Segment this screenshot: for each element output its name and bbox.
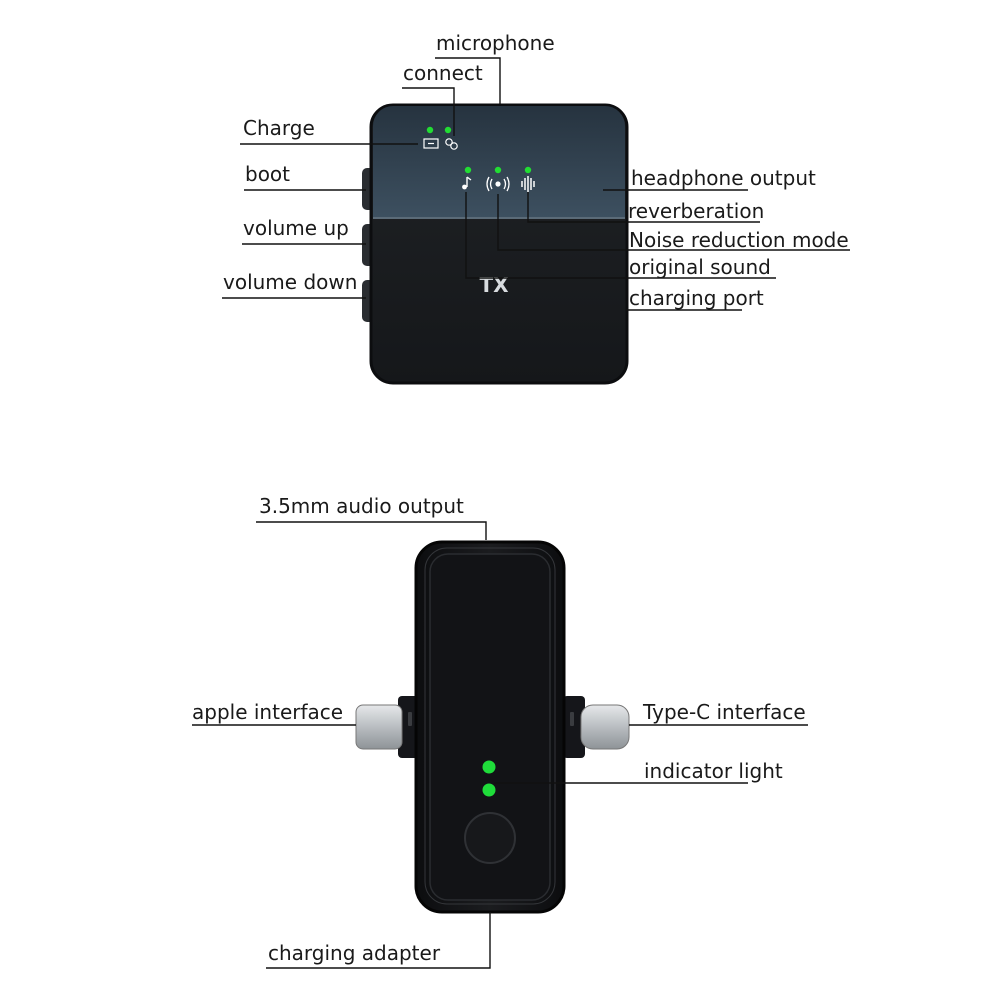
transmitter-callouts bbox=[222, 57, 850, 311]
battery-icon bbox=[423, 138, 439, 149]
label-noise-reduction-mode: Noise reduction mode bbox=[629, 228, 849, 252]
broadcast-icon bbox=[486, 176, 510, 192]
label-volume-down: volume down bbox=[223, 270, 358, 294]
noise-reduction-led bbox=[494, 166, 502, 174]
label-connect: connect bbox=[403, 61, 483, 85]
label-boot: boot bbox=[245, 162, 291, 186]
receiver-device bbox=[355, 540, 630, 914]
label-apple-interface: apple interface bbox=[192, 700, 344, 724]
label-charging-adapter: charging adapter bbox=[268, 941, 441, 965]
label-volume-up: volume up bbox=[243, 216, 349, 240]
transmitter-device: TX bbox=[362, 103, 629, 385]
apple-plug-connector bbox=[355, 704, 403, 750]
receiver-indicator-light-top bbox=[482, 760, 496, 774]
label-microphone: microphone bbox=[436, 31, 555, 55]
original-sound-led bbox=[464, 166, 472, 174]
label-type-c-interface: Type-C interface bbox=[643, 700, 806, 724]
label-charge: Charge bbox=[243, 116, 315, 140]
music-note-icon bbox=[462, 176, 472, 190]
waveform-icon bbox=[521, 176, 535, 192]
transmitter-glass-panel bbox=[373, 106, 625, 218]
type-c-plug-connector bbox=[580, 704, 630, 750]
charge-led bbox=[426, 126, 434, 134]
reverberation-led bbox=[524, 166, 532, 174]
receiver-callouts bbox=[192, 521, 808, 969]
label-original-sound: original sound bbox=[629, 255, 771, 279]
link-icon bbox=[445, 138, 458, 150]
label-headphone-output: headphone output bbox=[631, 166, 816, 190]
label-indicator-light: indicator light bbox=[644, 759, 783, 783]
label-audio-output: 3.5mm audio output bbox=[259, 494, 464, 518]
receiver-button bbox=[464, 812, 516, 864]
type-c-plug-collar bbox=[563, 696, 585, 758]
label-charging-port: charging port bbox=[629, 286, 764, 310]
connect-led bbox=[444, 126, 452, 134]
label-reverberation: reverberation bbox=[628, 199, 765, 223]
receiver-face bbox=[429, 553, 551, 901]
receiver-indicator-light-bottom bbox=[482, 783, 496, 797]
device-tx-text: TX bbox=[479, 273, 509, 297]
